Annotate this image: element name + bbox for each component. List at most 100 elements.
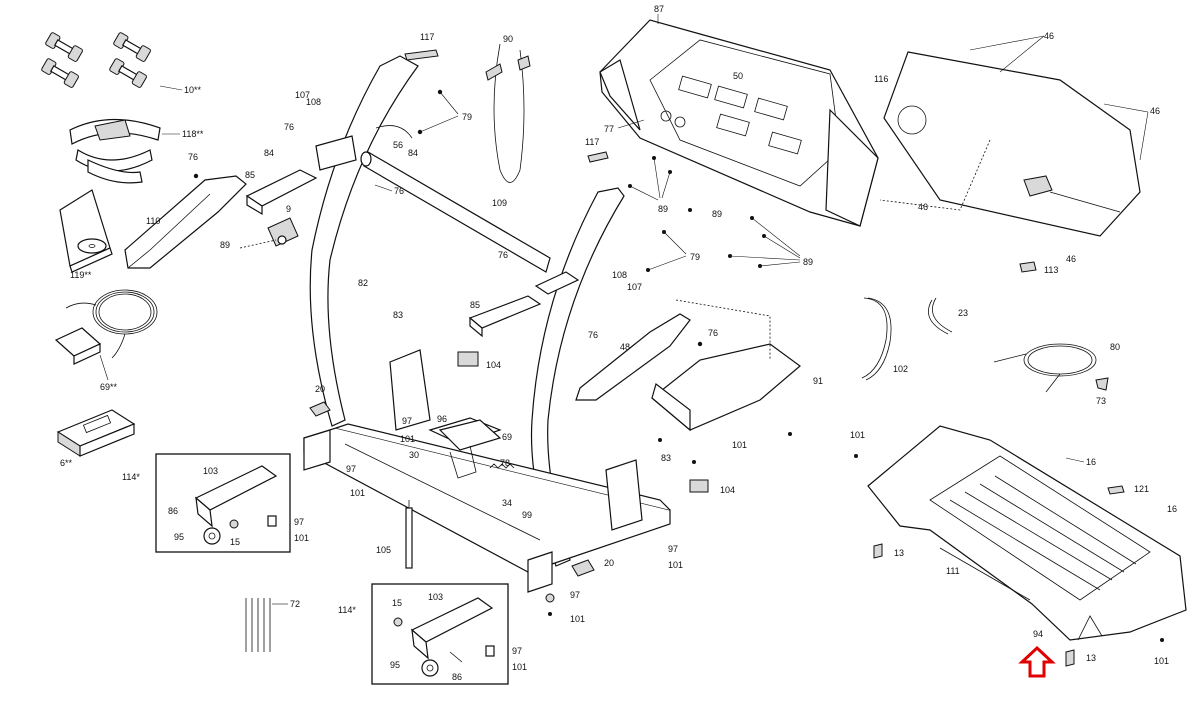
base-frame xyxy=(303,349,671,593)
callout-105: 105 xyxy=(376,545,391,555)
right-upright xyxy=(530,187,625,567)
callout-90: 90 xyxy=(503,34,513,44)
callout-99: 99 xyxy=(522,510,532,520)
callout-46-bottom: 46 xyxy=(1066,254,1076,264)
video-cassette-part-6 xyxy=(56,409,136,457)
callout-76c: 76 xyxy=(394,186,404,196)
handrail-part-48 xyxy=(575,313,691,401)
callout-15a: 15 xyxy=(230,537,240,547)
callout-97d: 97 xyxy=(512,646,522,656)
callout-89a: 89 xyxy=(220,240,230,250)
callout-83b: 83 xyxy=(661,453,671,463)
pad-part-104-top xyxy=(457,351,479,367)
callout-108b: 108 xyxy=(612,270,627,280)
callout-46a: 46 xyxy=(1044,31,1054,41)
callout-117b: 117 xyxy=(585,137,599,147)
callout-109: 109 xyxy=(492,198,507,208)
callout-89d: 89 xyxy=(803,257,813,267)
callout-114a: 114* xyxy=(122,472,140,482)
callout-102: 102 xyxy=(893,364,908,374)
callout-79b: 79 xyxy=(690,252,700,262)
callout-6: 6** xyxy=(60,458,73,468)
callout-101d: 101 xyxy=(512,662,527,672)
motor-hood-part-91 xyxy=(651,299,801,432)
callout-56: 56 xyxy=(393,140,403,150)
callout-78: 78 xyxy=(500,458,510,468)
callout-23: 23 xyxy=(958,308,968,318)
console-part-87 xyxy=(599,19,879,227)
callout-77: 77 xyxy=(604,124,614,134)
callout-46b: 46 xyxy=(1150,106,1160,116)
callout-95b: 95 xyxy=(390,660,400,670)
hood-part-94 xyxy=(867,425,1187,641)
callout-103a: 103 xyxy=(203,466,218,476)
callout-97b: 97 xyxy=(294,517,304,527)
callout-82: 82 xyxy=(358,278,368,288)
callout-97e: 97 xyxy=(570,590,580,600)
clip-part-13-right xyxy=(1065,649,1075,667)
callout-118: 118** xyxy=(182,129,204,139)
callout-97f: 97 xyxy=(668,544,678,554)
callout-76b: 76 xyxy=(284,122,294,132)
callout-69b: 69 xyxy=(502,432,512,442)
wheel-assembly-box-114-left xyxy=(155,453,291,553)
callout-85b: 85 xyxy=(470,300,480,310)
callout-96: 96 xyxy=(437,414,447,424)
callout-101b: 101 xyxy=(294,533,309,543)
cable-and-adapter-part-69 xyxy=(54,289,158,365)
callout-101f: 101 xyxy=(668,560,683,570)
handrail-mount-part-85-right xyxy=(468,271,580,338)
callout-16b: 16 xyxy=(1167,504,1177,514)
callout-119: 119** xyxy=(70,270,92,280)
motor-bracket-part-30 xyxy=(438,419,502,479)
pad-part-104-right xyxy=(689,479,709,493)
callout-108a: 108 xyxy=(306,97,321,107)
dumbbells-part-10 xyxy=(41,32,151,88)
callout-97b-frame: 97 xyxy=(346,464,356,474)
callout-30: 30 xyxy=(409,450,419,460)
callout-104b: 104 xyxy=(720,485,735,495)
callout-13a: 13 xyxy=(894,548,904,558)
callout-86a: 86 xyxy=(168,506,178,516)
callout-117a: 117 xyxy=(420,32,434,42)
handrail-part-110 xyxy=(124,175,247,269)
callout-104a: 104 xyxy=(486,360,501,370)
pad-part-20-left xyxy=(309,401,331,417)
callout-101a: 101 xyxy=(400,434,415,444)
callout-16a: 16 xyxy=(1086,457,1096,467)
callout-10: 10** xyxy=(184,85,202,95)
callout-94: 94 xyxy=(1033,629,1043,639)
callout-113: 113 xyxy=(1044,265,1058,275)
callout-79a: 79 xyxy=(462,112,472,122)
callout-9: 9 xyxy=(286,204,291,214)
callout-76e: 76 xyxy=(588,330,598,340)
power-cord-part-80 xyxy=(993,343,1097,393)
callout-121: 121 xyxy=(1134,484,1149,494)
callout-46c: 46 xyxy=(918,202,928,212)
clip-part-13-left xyxy=(873,543,883,559)
callout-95a: 95 xyxy=(174,532,184,542)
grip-part-117-right xyxy=(587,151,609,163)
wire-part-102 xyxy=(861,297,892,381)
lift-strut-part-105 xyxy=(405,500,413,569)
left-upright-part-82 xyxy=(309,55,419,427)
callout-69: 69** xyxy=(100,382,118,392)
callout-76d: 76 xyxy=(498,250,508,260)
chest-strap-part-118 xyxy=(69,118,161,184)
callout-101h: 101 xyxy=(732,440,747,450)
callout-50: 50 xyxy=(733,71,743,81)
cable-ties-part-72 xyxy=(245,598,271,652)
callout-76a: 76 xyxy=(188,152,198,162)
up-arrow-icon xyxy=(1018,645,1056,678)
console-back-part-116 xyxy=(879,51,1141,237)
label-part-121 xyxy=(1107,485,1125,495)
callout-76f: 76 xyxy=(708,328,718,338)
pulse-sensor-part-9 xyxy=(267,217,299,247)
belt-part-90 xyxy=(485,43,531,183)
callout-20b: 20 xyxy=(604,558,614,568)
callout-91: 91 xyxy=(813,376,823,386)
callout-89c: 89 xyxy=(712,209,722,219)
callout-101i: 101 xyxy=(850,430,865,440)
callout-83a: 83 xyxy=(393,310,403,320)
callout-85a: 85 xyxy=(245,170,255,180)
